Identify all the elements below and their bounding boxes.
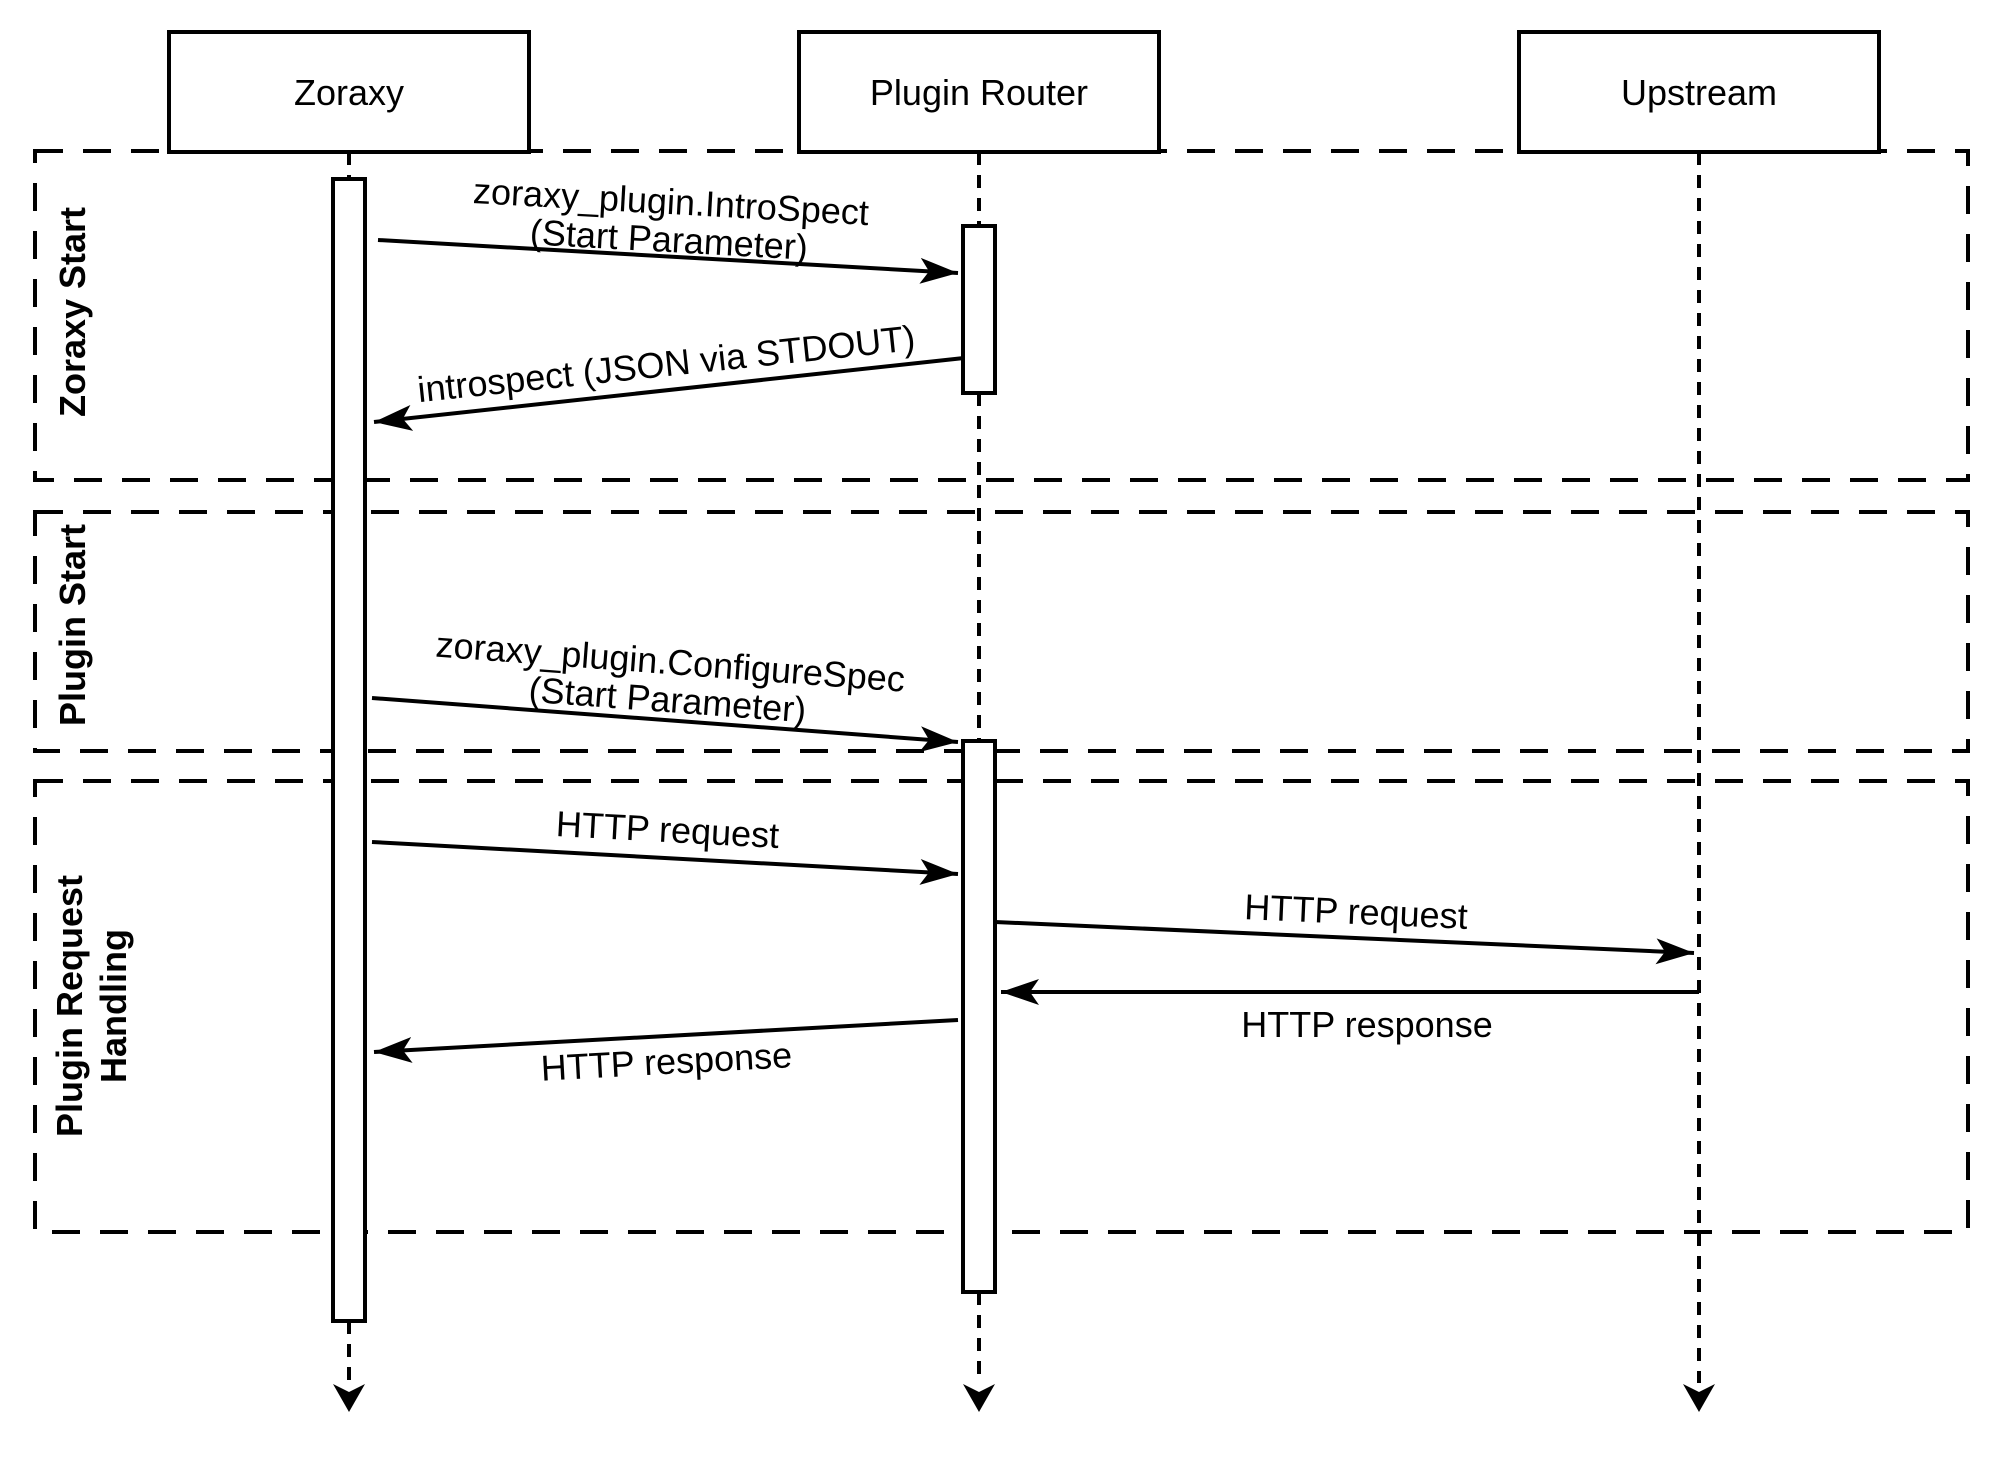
group-frame-plugin-request-handling xyxy=(33,779,1970,1234)
message-arrow-http-request-to-upstream xyxy=(994,920,1695,965)
group-label-zoraxy-start: Zoraxy Start xyxy=(52,207,93,417)
group-frame-zoraxy-start xyxy=(33,149,1970,482)
message-label-http-request-to-upstream: HTTP request xyxy=(1244,886,1469,937)
message-arrow-http-request-to-plugin xyxy=(371,840,959,885)
actor-zoraxy: Zoraxy xyxy=(167,30,531,154)
message-label-http-response-from-upstream: HTTP response xyxy=(1241,1004,1492,1045)
group-frame-plugin-start xyxy=(33,510,1970,753)
lifeline-end-arrow-icon xyxy=(333,1384,365,1412)
message-http-request-to-plugin: HTTP request xyxy=(371,803,959,885)
actor-label-upstream: Upstream xyxy=(1621,72,1777,113)
lifeline-end-arrow-icon xyxy=(1683,1384,1715,1412)
activation-bar-plugin-router-2 xyxy=(961,739,997,1294)
message-introspect-call: zoraxy_plugin.IntroSpect (Start Paramete… xyxy=(377,170,959,284)
message-http-response-from-upstream: HTTP response xyxy=(1001,979,1699,1045)
message-arrow-introspect-return xyxy=(373,356,965,431)
lifeline-zoraxy xyxy=(333,152,365,1412)
group-label-plugin-request-handling-line2: Handling xyxy=(93,929,134,1083)
activation-bar-plugin-router-1 xyxy=(961,224,997,395)
actor-box-zoraxy xyxy=(167,30,531,154)
message-arrow-http-response-to-zoraxy xyxy=(373,1018,959,1063)
group-label-plugin-start: Plugin Start xyxy=(52,524,93,726)
group-frames xyxy=(33,149,1970,1234)
message-http-response-to-zoraxy: HTTP response xyxy=(373,1018,959,1089)
actor-upstream: Upstream xyxy=(1517,30,1881,154)
group-label-plugin-start-text: Plugin Start xyxy=(52,524,93,726)
actor-box-plugin-router xyxy=(797,30,1161,154)
activation-bar-zoraxy xyxy=(331,177,367,1323)
lifeline-upstream xyxy=(1683,152,1715,1412)
message-arrow-configurespec-call xyxy=(371,696,959,753)
lifeline-plugin-router xyxy=(963,152,995,1412)
group-label-plugin-request-handling-line1: Plugin Request xyxy=(49,875,90,1137)
message-label-introspect-return: introspect (JSON via STDOUT) xyxy=(415,317,917,410)
group-label-zoraxy-start-text: Zoraxy Start xyxy=(52,207,93,417)
message-label-http-request-to-plugin: HTTP request xyxy=(555,803,780,856)
actor-label-plugin-router: Plugin Router xyxy=(870,72,1088,113)
message-introspect-return: introspect (JSON via STDOUT) xyxy=(373,317,965,431)
message-configurespec-call: zoraxy_plugin.ConfigureSpec (Start Param… xyxy=(371,624,959,753)
group-label-plugin-request-handling: Plugin Request Handling xyxy=(49,875,134,1137)
actor-label-zoraxy: Zoraxy xyxy=(294,72,404,113)
message-http-request-to-upstream: HTTP request xyxy=(994,886,1695,965)
message-arrow-introspect-call xyxy=(377,238,959,284)
lifeline-end-arrow-icon xyxy=(963,1384,995,1412)
actor-plugin-router: Plugin Router xyxy=(797,30,1161,154)
